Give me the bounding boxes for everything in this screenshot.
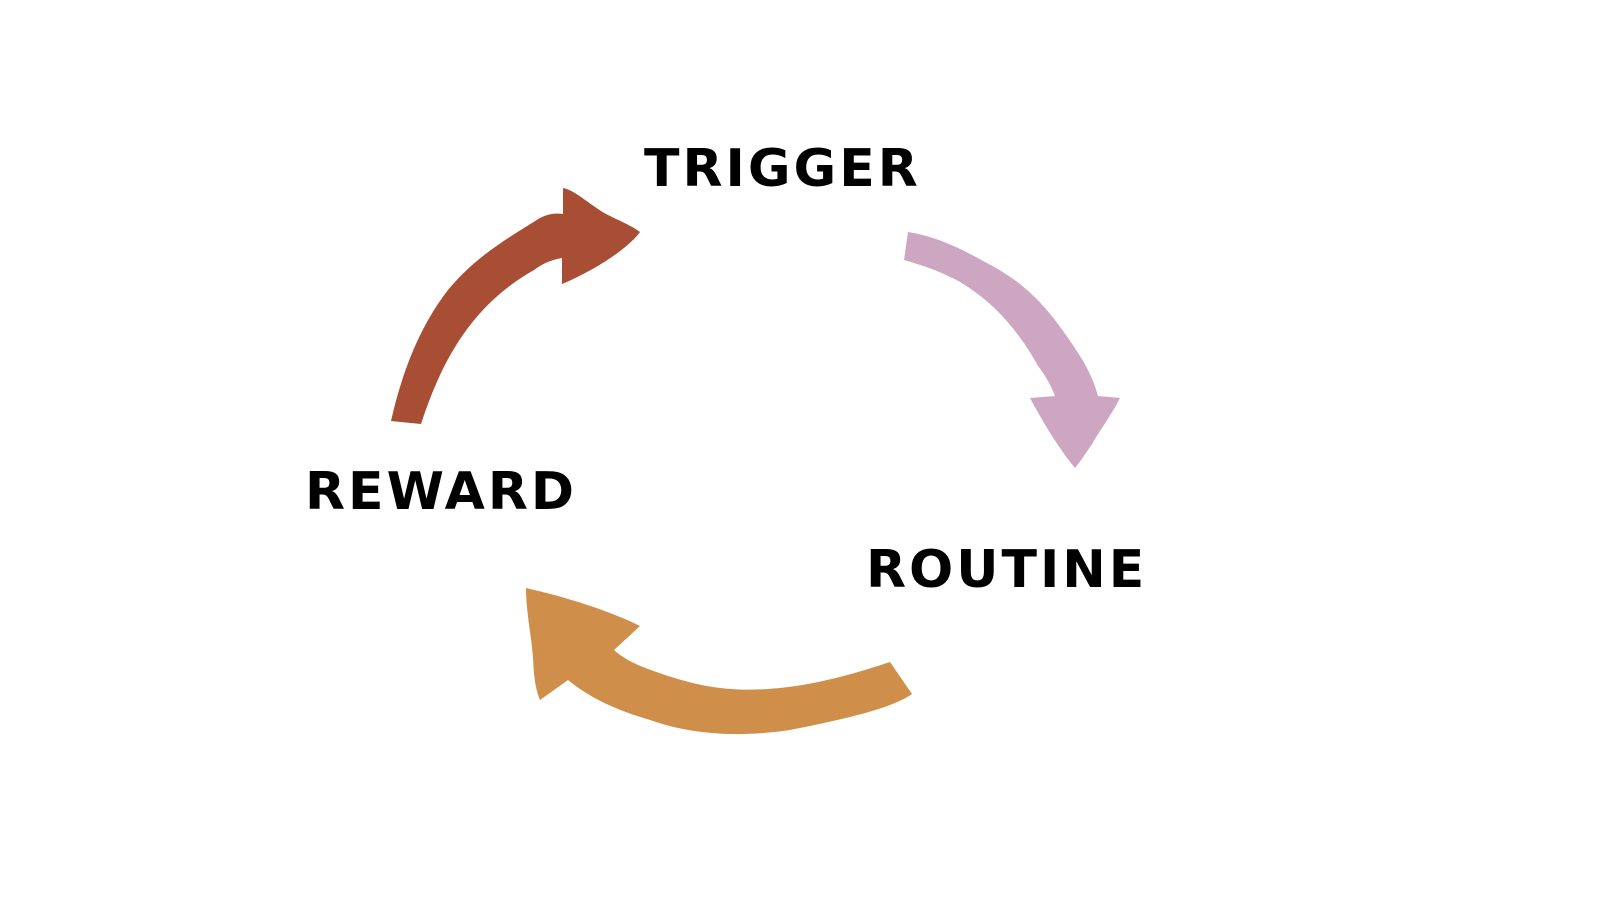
arrow-routine-to-reward xyxy=(526,588,912,735)
arrow-trigger-to-routine xyxy=(904,232,1120,468)
node-label-trigger: TRIGGER xyxy=(644,139,921,199)
node-label-routine: ROUTINE xyxy=(866,540,1148,600)
node-label-reward: REWARD xyxy=(305,462,578,522)
arrow-reward-to-trigger xyxy=(391,188,640,424)
